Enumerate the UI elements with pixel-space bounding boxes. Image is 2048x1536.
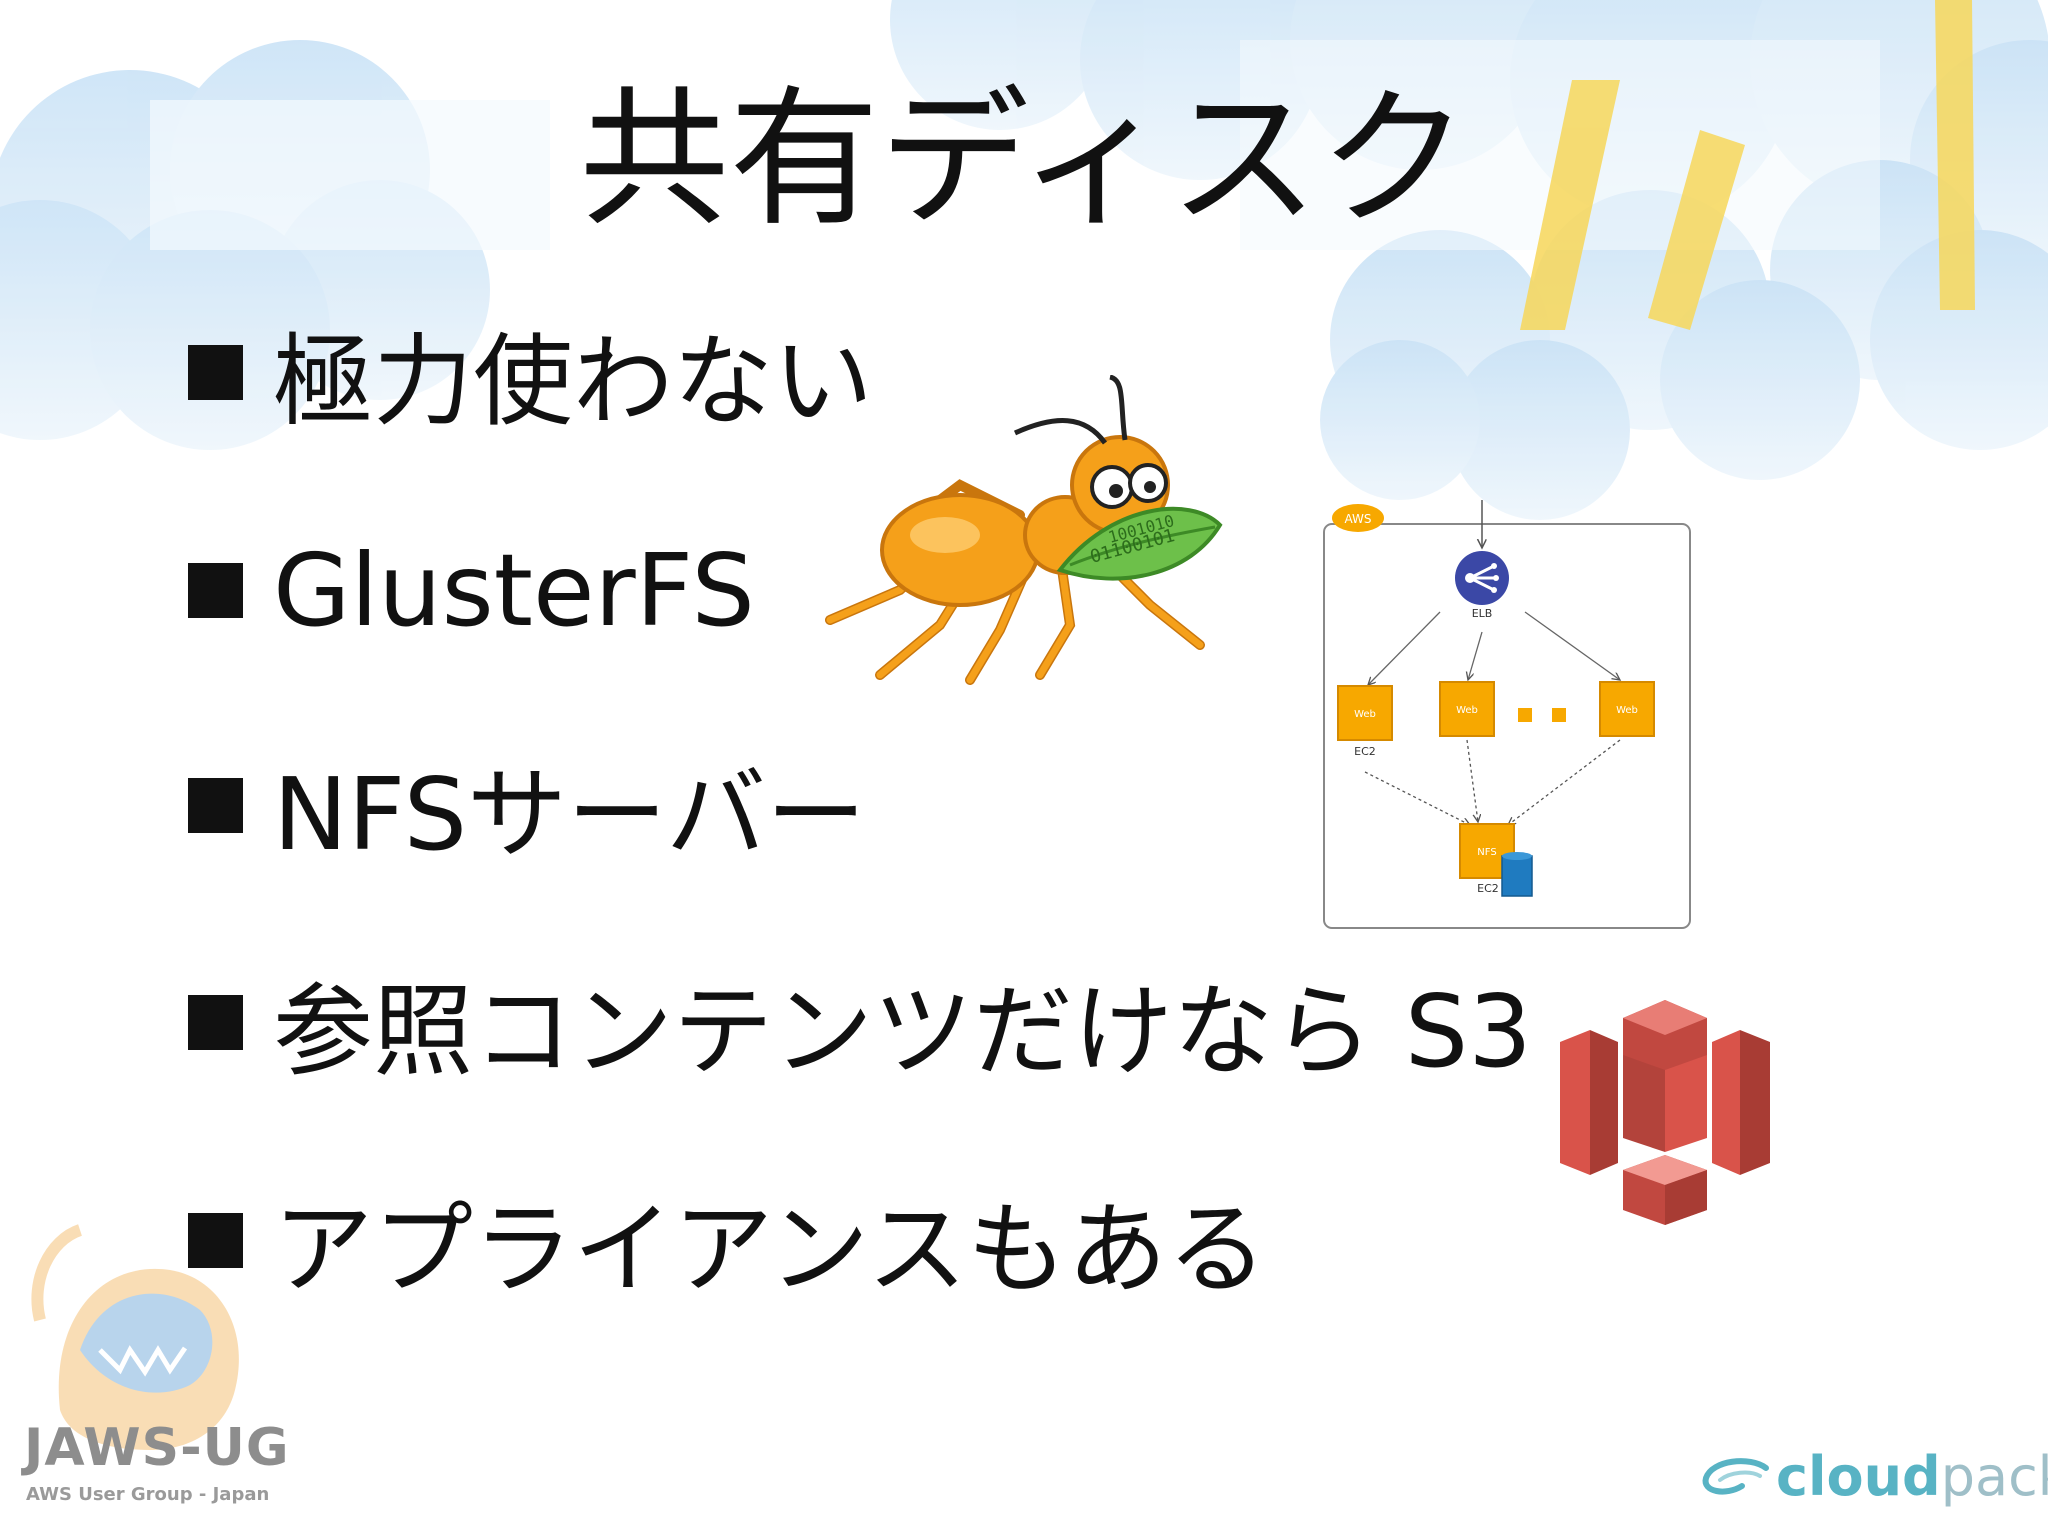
web-label: Web [1456,705,1478,716]
square-bullet-icon [188,994,243,1050]
bullet-item-3: NFSサーバー [188,745,866,873]
bullet-text: 参照コンテンツだけなら S3 [273,972,1532,1090]
web-label: Web [1354,709,1376,720]
aws-badge-label: AWS [1344,512,1371,526]
cloudpack-light-text: pack [1940,1444,2048,1508]
aws-badge-icon: AWS [1332,504,1384,532]
bullet-item-1: 極力使わない [188,312,873,440]
elb-label: ELB [1472,607,1493,620]
web-label: Web [1616,705,1638,716]
ec2-label: EC2 [1354,745,1376,758]
ec2-label: EC2 [1477,882,1499,895]
sun-rays [1520,0,1975,330]
s3-logo-icon [1560,1000,1770,1225]
cloudpack-bold-text: cloud [1776,1444,1941,1508]
square-bullet-icon [188,777,243,833]
nfs-instance: NFS EC2 [1459,823,1533,897]
glusterfs-ant-icon: 01100101 1001010 [825,375,1223,685]
jaws-ug-shark-icon [31,1224,239,1450]
cloudpack-logo: cloudpack [1700,1436,2048,1516]
bullet-item-2: GlusterFS [188,530,755,650]
web-instance-1: Web EC2 [1337,685,1393,758]
square-bullet-icon [188,1212,243,1268]
jaws-ug-logo-text: JAWS-UG [24,1418,290,1478]
nfs-architecture-diagram: AWS ELB Web EC2 Web [1323,500,1691,929]
square-bullet-icon [188,344,243,400]
ebs-volume-icon [1501,855,1533,897]
web-instance-2: Web [1439,681,1495,737]
bullet-text: 極力使わない [273,322,873,440]
bullet-item-5: アプライアンスもある [188,1180,1267,1308]
square-bullet-icon [188,562,243,618]
nfs-label: NFS [1477,847,1496,858]
bullet-text: NFSサーバー [273,755,867,873]
bullet-text: GlusterFS [273,531,755,649]
slide-title: 共有ディスク [579,73,1469,247]
bullet-item-4: 参照コンテンツだけなら S3 [188,962,1532,1090]
elb-icon [1455,551,1509,605]
jaws-ug-subtitle: AWS User Group - Japan [26,1484,270,1505]
cloudpack-swirl-icon [1702,1458,1769,1495]
web-instance-3: Web [1599,681,1655,737]
ellipsis-dot [1552,708,1566,722]
ellipsis-dot [1518,708,1532,722]
bullet-text: アプライアンスもある [273,1190,1267,1308]
